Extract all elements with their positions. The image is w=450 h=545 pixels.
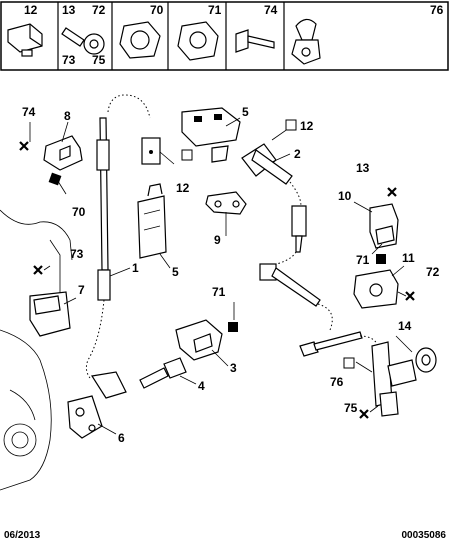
open-square-marker: [181, 149, 193, 161]
engine-block: [0, 209, 73, 491]
callout-labels: 1 2 3 4 5 5 6 7 8 9 10 11 12 12 13 14 70…: [22, 105, 440, 445]
callout-label: 14: [398, 319, 412, 333]
legend-label-74: 74: [264, 3, 278, 17]
cross-marker: [33, 265, 43, 275]
callout-label: 9: [214, 233, 221, 247]
washer-nut-icon: [119, 21, 161, 59]
bolt-washer-icon: [61, 27, 105, 55]
open-square-marker: [343, 357, 355, 369]
callout-label: 7: [78, 283, 85, 297]
legend-label-73: 73: [62, 53, 76, 67]
legend-label-71: 71: [208, 3, 222, 17]
sensor-1: [85, 94, 151, 379]
legend-label-13: 13: [62, 3, 76, 17]
cross-marker: [405, 291, 415, 301]
callout-label: 8: [64, 109, 71, 123]
callout-label: 76: [330, 375, 344, 389]
callout-label: 12: [300, 119, 314, 133]
sensor-4: [139, 357, 187, 389]
cross-marker: [387, 187, 397, 197]
open-square-marker: [285, 119, 297, 131]
filled-square-marker: [48, 172, 62, 186]
legend-label-70: 70: [150, 3, 164, 17]
filled-square-marker: [376, 254, 386, 264]
callout-label: 75: [344, 401, 358, 415]
connector-small-upper: [141, 137, 161, 165]
callout-label: 73: [70, 247, 84, 261]
connector-5-lower: [137, 183, 167, 259]
legend-label-12: 12: [24, 3, 38, 17]
sensor-lower-right: [371, 341, 417, 417]
footer-reference: 00035086: [402, 530, 447, 541]
clip-icon: [7, 23, 43, 57]
callout-label: 70: [72, 205, 86, 219]
connector-clip-icon: [291, 18, 321, 65]
callout-label: 10: [338, 189, 352, 203]
callout-label: 3: [230, 361, 237, 375]
callout-label: 72: [426, 265, 440, 279]
callout-label: 1: [132, 261, 139, 275]
footer-date: 06/2013: [4, 530, 41, 541]
callout-label: 71: [212, 285, 226, 299]
legend-label-76: 76: [430, 3, 444, 17]
sensor-6: [67, 371, 127, 439]
callout-label: 11: [402, 251, 415, 265]
filled-square-marker: [228, 322, 238, 332]
callout-label: 12: [176, 181, 190, 195]
hex-nut-icon: [177, 21, 219, 61]
callout-label: 5: [242, 105, 249, 119]
callout-label: 6: [118, 431, 125, 445]
callout-label: 4: [198, 379, 205, 393]
bracket-7: [29, 291, 71, 337]
bracket-bolt-icon: [235, 29, 275, 53]
bracket-8: [43, 135, 83, 171]
leader-lines: [29, 117, 413, 435]
callout-label: 5: [172, 265, 179, 279]
cross-marker: [19, 141, 29, 151]
clip-3: [175, 319, 223, 361]
washer-14: [415, 347, 437, 373]
callout-label: 71: [356, 253, 370, 267]
bracket-10: [369, 203, 399, 249]
bracket-9: [205, 191, 247, 215]
legend-label-72: 72: [92, 3, 106, 17]
block-11: [353, 269, 399, 309]
connector-5-upper: [181, 107, 241, 163]
legend-strip: 12 13 72 73 75 70 71 74 76: [0, 1, 449, 71]
probe-lower-right: [299, 331, 379, 357]
callout-markers: [19, 119, 415, 419]
legend-label-75: 75: [92, 53, 106, 67]
callout-label: 74: [22, 105, 36, 119]
cross-marker: [359, 409, 369, 419]
sensor-2: [241, 143, 307, 253]
probe-mid: [259, 251, 333, 331]
callout-label: 13: [356, 161, 370, 175]
callout-label: 2: [294, 147, 301, 161]
